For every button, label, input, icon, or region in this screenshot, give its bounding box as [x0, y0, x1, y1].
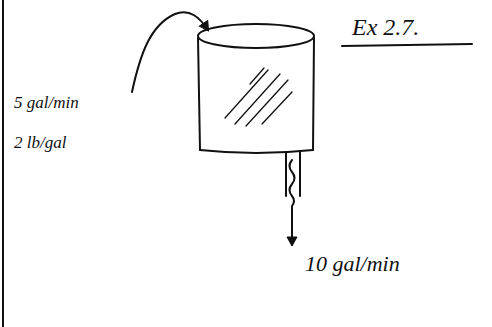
flow-rate-label: 2 lb/gal: [14, 134, 66, 153]
tank-wall: [198, 38, 200, 150]
example-title: Ex 2.7.: [352, 14, 419, 40]
outflow-arrow: [290, 160, 295, 245]
title-underline: [342, 44, 472, 46]
outlet-pipe: [299, 151, 301, 196]
flow-rate-label: 5 gal/min: [14, 94, 79, 113]
outlet-pipe: [285, 152, 287, 196]
frame-line: [2, 0, 4, 327]
tank-bottom: [200, 150, 313, 153]
flow-rate-label: 10 gal/min: [305, 252, 400, 276]
liquid-hatching: [225, 68, 292, 126]
inflow-arrow: [132, 12, 208, 92]
tank-top: [198, 24, 314, 48]
tank-wall: [313, 38, 314, 150]
